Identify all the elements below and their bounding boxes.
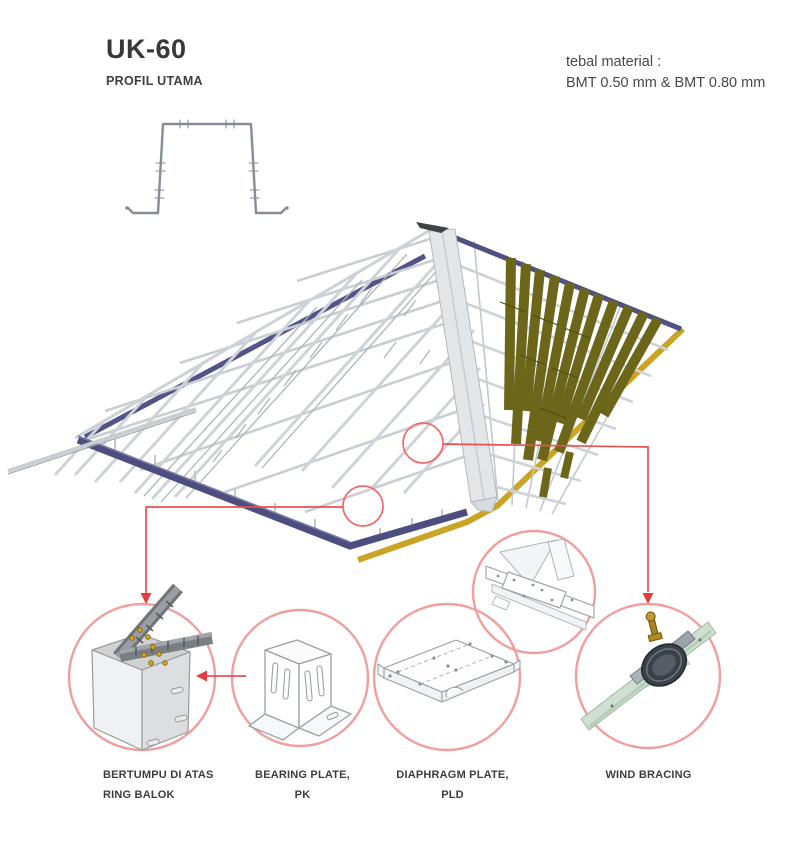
callout-art-diaphragm-detail (485, 538, 595, 631)
eave-posts (114, 439, 443, 539)
bracket-slots (270, 662, 339, 721)
callout-label-line: WIND BRACING (605, 769, 692, 781)
roof-frame-illustration (7, 222, 686, 563)
truss-webs (143, 253, 450, 503)
ring-beam (76, 436, 468, 550)
ridge-cap (416, 222, 449, 233)
red-annotations (140, 422, 654, 682)
tensioner-disc (641, 643, 687, 687)
anchor-dowels (146, 686, 188, 747)
overhang-batten-shadow (7, 411, 197, 475)
callout-art-wind-bracing (580, 611, 717, 731)
callout-label-bearing-plate: BEARING PLATE, PK (230, 765, 375, 805)
leader-to-ring-balok (145, 506, 343, 594)
material-note-label: tebal material : (566, 54, 662, 70)
material-note: tebal material : BMT 0.50 mm & BMT 0.80 … (566, 52, 765, 94)
callout-art-bearing-plate (248, 639, 352, 741)
material-note-value: BMT 0.50 mm & BMT 0.80 mm (566, 75, 766, 91)
roof-batten-steps (499, 301, 591, 419)
arrowhead-left (196, 670, 207, 682)
callout-ring-bearing-plate (230, 608, 370, 748)
tensioner-bolt (645, 611, 663, 643)
valley-board (416, 222, 498, 513)
callout-ring-diaphragm-plate (372, 602, 522, 752)
arrowhead-down-left (140, 593, 152, 604)
arrowhead-down-right (642, 593, 654, 604)
callout-label-ring-balok: BERTUMPU DI ATAS RING BALOK (103, 765, 253, 805)
overhang-batten (7, 407, 197, 473)
callout-label-line: PLD (441, 789, 464, 801)
detail-screws (496, 574, 574, 602)
leader-to-wind-bracing (442, 443, 649, 592)
callout-art-diaphragm-plate (377, 639, 521, 703)
detail-marker-circle-upper (402, 422, 444, 464)
callout-ring-diaphragm-detail (471, 529, 597, 655)
callout-art-ring-balok (91, 583, 214, 751)
callout-label-wind-bracing: WIND BRACING (576, 765, 721, 785)
callout-label-line: BEARING PLATE, (255, 769, 350, 781)
left-plane-battens (84, 230, 476, 514)
uk60-profile-drawing (125, 119, 289, 215)
ring-beam-highlight (77, 435, 351, 543)
plate-screws (388, 642, 508, 686)
callout-label-line: RING BALOK (103, 789, 175, 801)
detail-marker-circle-lower (342, 485, 384, 527)
screws-gold (129, 627, 168, 666)
callout-label-line: PK (294, 789, 311, 801)
ring-beam-far (83, 253, 427, 440)
hip-edge (74, 224, 438, 440)
callout-label-line: DIAPHRAGM PLATE, (396, 769, 509, 781)
callout-label-diaphragm-plate: DIAPHRAGM PLATE, PLD (370, 765, 535, 805)
page-title: UK-60 (106, 34, 187, 64)
callout-label-line: BERTUMPU DI ATAS (103, 769, 214, 781)
roof-batten-sheets (504, 257, 663, 498)
profile-subtitle: PROFIL UTAMA (106, 74, 203, 88)
